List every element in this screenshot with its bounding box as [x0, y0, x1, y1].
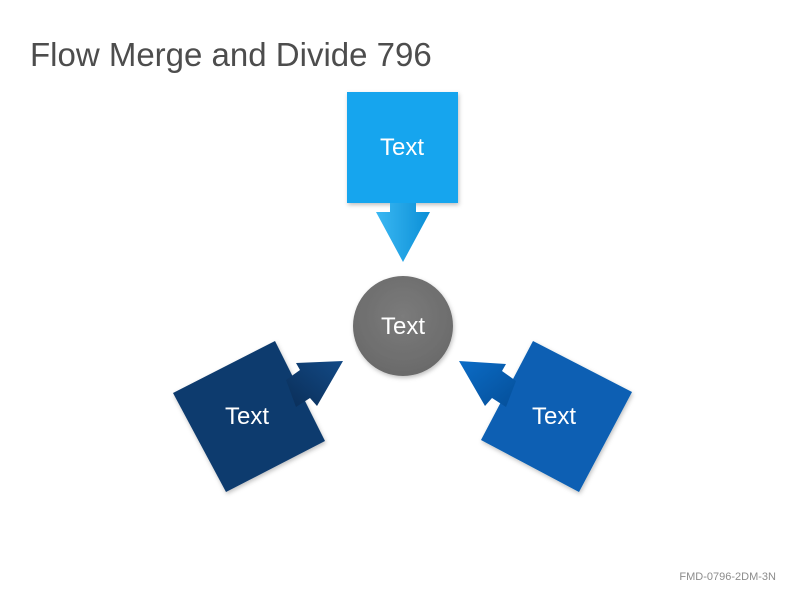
right-node [481, 341, 632, 492]
top-node-box [347, 92, 458, 203]
center-node [353, 276, 453, 376]
right-node-label: Text [532, 403, 576, 430]
footer-code: FMD-0796-2DM-3N [679, 571, 776, 583]
top-node [347, 92, 458, 203]
right-arrow [459, 361, 516, 407]
right-node-box [481, 341, 632, 492]
left-node-box [173, 341, 325, 492]
top-node-label: Text [380, 134, 424, 161]
left-node [173, 341, 325, 492]
center-node-label: Text [381, 313, 425, 340]
top-arrow [376, 203, 430, 262]
left-node-label: Text [225, 403, 269, 430]
left-arrow [286, 361, 343, 407]
slide-title: Flow Merge and Divide 796 [30, 36, 432, 73]
